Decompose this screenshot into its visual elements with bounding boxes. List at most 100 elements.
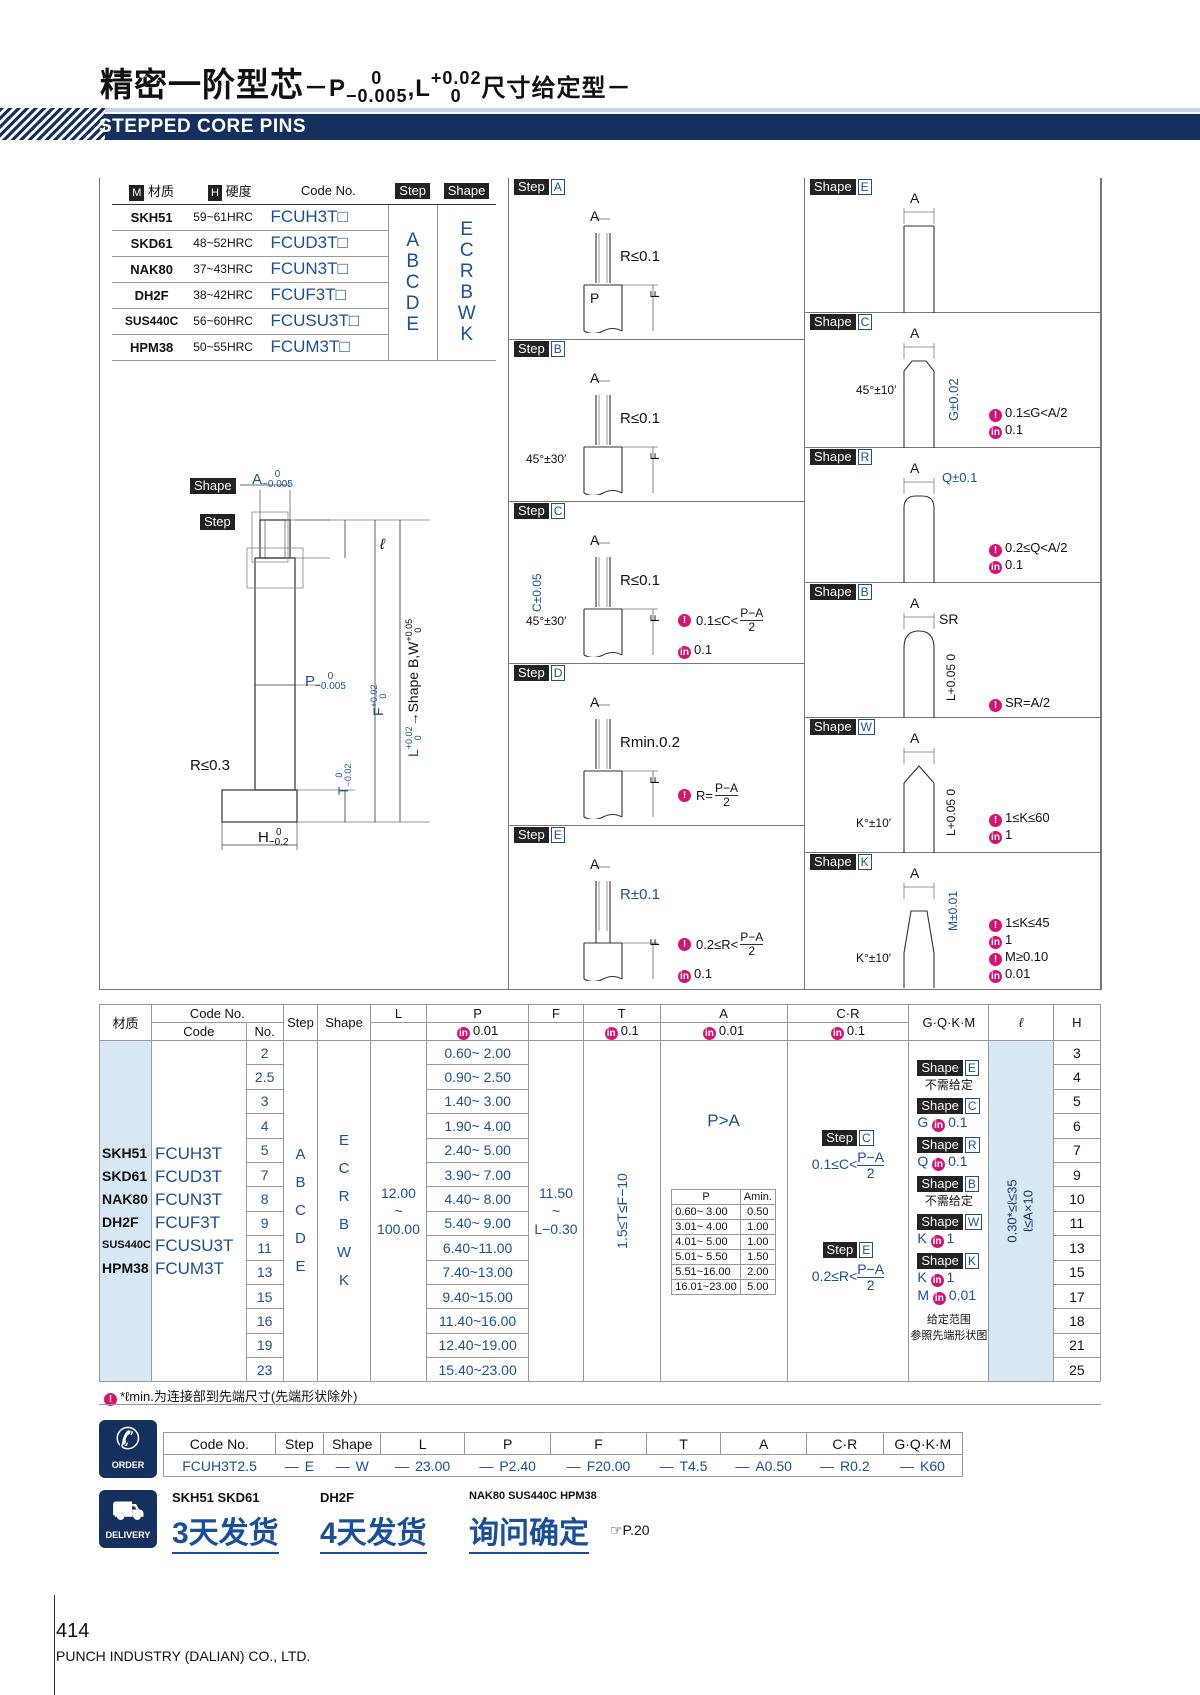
code-number: 23 [245, 1357, 284, 1383]
p-range: 1.40~ 3.00 [426, 1088, 529, 1115]
p-range: 5.40~ 9.00 [426, 1210, 529, 1237]
code-number: 16 [245, 1308, 284, 1334]
order-header: Step [274, 1432, 325, 1455]
code-number: 19 [245, 1332, 284, 1359]
shape-letter: K [460, 324, 474, 345]
p-range: 9.40~15.00 [426, 1283, 529, 1310]
delivery-icon: ⛟ DELIVERY [99, 1490, 157, 1548]
th-h: H [1052, 1004, 1102, 1041]
th-no: No. [245, 1022, 284, 1041]
order-header: C·R [806, 1432, 884, 1455]
shape-w-figure [903, 748, 935, 853]
th-code: Code [150, 1022, 247, 1041]
delivery-page-ref[interactable]: ☞P.20 [610, 1522, 650, 1538]
step-e-figure [583, 866, 658, 981]
th-code-no: Code No. [150, 1004, 284, 1023]
p-range: 0.60~ 2.00 [426, 1039, 529, 1066]
footnote-rule [99, 1404, 1101, 1405]
code-number: 8 [245, 1186, 284, 1212]
code-number: 3 [245, 1088, 284, 1115]
phone-icon: ✆ [115, 1423, 141, 1456]
h-value: 5 [1052, 1088, 1102, 1115]
th-material: 材质 [99, 1004, 152, 1041]
th-cr: C·R [786, 1004, 910, 1023]
h-value: 7 [1052, 1137, 1102, 1163]
th-f: F [527, 1004, 584, 1023]
code-number: 13 [245, 1259, 284, 1285]
delivery-materials-3: NAK80 SUS440C HPM38 [469, 1490, 597, 1502]
footer-rule [54, 1595, 55, 1695]
h-value: 17 [1052, 1283, 1102, 1310]
order-header: G·Q·K·M [882, 1432, 964, 1455]
p-range: 2.40~ 5.00 [426, 1137, 529, 1163]
code-header: Code No. [268, 178, 389, 205]
step-letter: B [406, 250, 420, 272]
shape-r-figure [903, 478, 935, 583]
order-header: A [720, 1432, 808, 1455]
order-value: —T4.5 [646, 1454, 721, 1477]
f-range-cell: 11.50~L−0.30 [527, 1039, 584, 1383]
shape-letter: C [459, 240, 474, 261]
divider-v2 [804, 178, 805, 990]
step-c-figure [583, 542, 658, 657]
shape-b-figure [903, 613, 935, 718]
shape-k-rule: !1≤K≤45 [989, 915, 1050, 932]
order-value: —R0.2 [806, 1454, 884, 1477]
main-r-dim: R≤0.3 [190, 757, 230, 774]
order-value: —W [323, 1454, 381, 1477]
p-range: 3.90~ 7.00 [426, 1161, 529, 1188]
order-header: Shape [323, 1432, 382, 1455]
page-number: 414 [56, 1620, 90, 1642]
divider-v3 [1101, 178, 1102, 990]
order-value: —K60 [883, 1454, 964, 1477]
page-subtitle: STEPPED CORE PINS [99, 116, 306, 137]
hardness-header: H 硬度 [191, 178, 269, 205]
spec-table: 材质 Code No. Step Shape L P F T A C·R G·Q… [99, 1004, 1102, 1383]
shape-k-rule2: !M≥0.10 [989, 949, 1048, 966]
p-range: 1.90~ 4.00 [426, 1113, 529, 1139]
order-header: T [645, 1432, 722, 1455]
shape-c-figure [903, 343, 935, 448]
order-header: L [380, 1432, 466, 1455]
truck-icon: ⛟ [111, 1495, 145, 1525]
banner-stripes [0, 108, 105, 140]
step-letter: E [406, 313, 420, 335]
code-number: 4 [245, 1113, 284, 1139]
h-value: 9 [1052, 1161, 1102, 1188]
th-shape: Shape [317, 1004, 371, 1041]
shape-w-rule: !1≤K≤60 [989, 810, 1050, 827]
delivery-materials-1: SKH51 SKD61 [172, 1490, 260, 1505]
order-header: F [550, 1432, 647, 1455]
step-letter: C [405, 271, 420, 293]
order-value: —23.00 [380, 1454, 465, 1477]
